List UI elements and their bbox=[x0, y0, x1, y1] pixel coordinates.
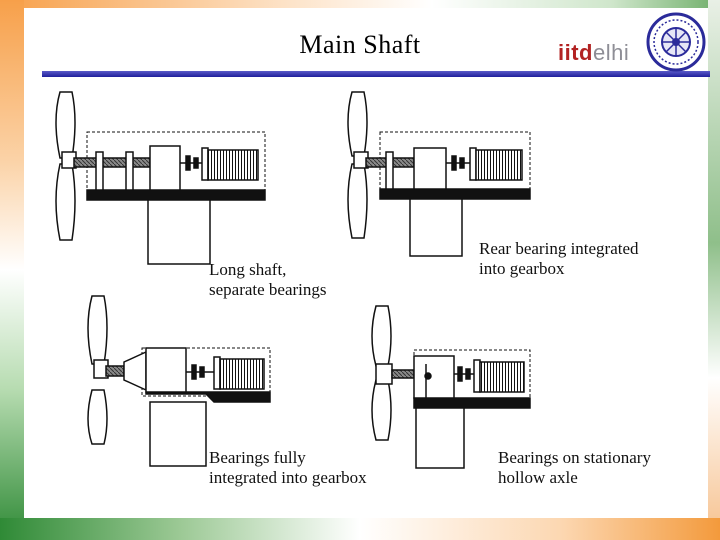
label-fully-integrated-line2: integrated into gearbox bbox=[209, 468, 367, 487]
frame-left-band bbox=[0, 0, 24, 540]
iit-delhi-seal-icon bbox=[646, 12, 706, 72]
panel-rear-bearing bbox=[347, 91, 531, 257]
label-hollow-axle-line2: hollow axle bbox=[498, 468, 578, 487]
panel-fully-integrated bbox=[87, 295, 271, 467]
label-rear-bearing-line2: into gearbox bbox=[479, 259, 565, 278]
label-fully-integrated: Bearings fully integrated into gearbox bbox=[209, 448, 367, 488]
label-long-shaft-line1: Long shaft, bbox=[209, 260, 287, 279]
logo-iitd: iitd bbox=[558, 40, 593, 65]
frame-bottom-band bbox=[0, 518, 720, 540]
label-hollow-axle: Bearings on stationary hollow axle bbox=[498, 448, 651, 488]
label-long-shaft-line2: separate bearings bbox=[209, 280, 327, 299]
frame-right-band bbox=[708, 0, 720, 540]
iitd-logo-text: iitdelhi bbox=[558, 40, 629, 66]
label-rear-bearing: Rear bearing integrated into gearbox bbox=[479, 239, 639, 279]
main-shaft-diagram bbox=[55, 91, 531, 469]
label-long-shaft: Long shaft, separate bearings bbox=[209, 260, 327, 300]
logo-elhi: elhi bbox=[593, 40, 630, 65]
label-fully-integrated-line1: Bearings fully bbox=[209, 448, 306, 467]
frame-top-band bbox=[0, 0, 720, 8]
label-hollow-axle-line1: Bearings on stationary bbox=[498, 448, 651, 467]
title-rule bbox=[42, 71, 710, 77]
panel-hollow-axle bbox=[371, 305, 531, 469]
label-rear-bearing-line1: Rear bearing integrated bbox=[479, 239, 639, 258]
panel-long-shaft bbox=[55, 91, 266, 265]
slide-title: Main Shaft bbox=[299, 30, 421, 59]
